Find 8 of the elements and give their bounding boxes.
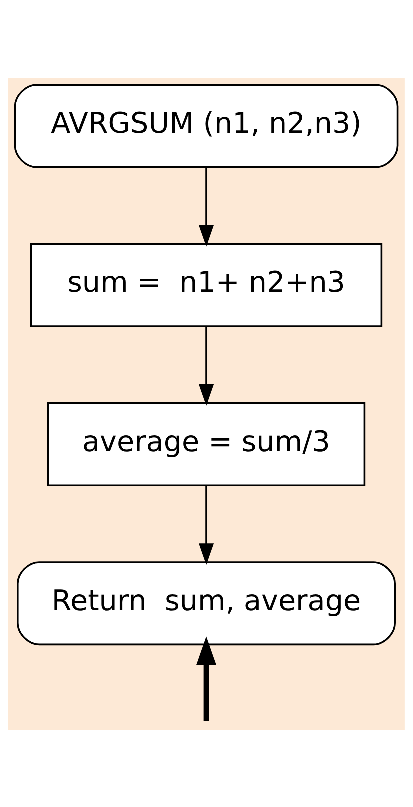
arrow (198, 168, 214, 246)
arrow (198, 326, 214, 406)
arrow (196, 636, 217, 721)
node-box: average = sum/3 (47, 402, 366, 486)
node-box: Return sum, average (17, 561, 396, 646)
node-box: sum = n1+ n2+n3 (30, 242, 383, 327)
node-box: AVRGSUM (n1, n2,n3) (14, 84, 399, 168)
arrow (198, 486, 214, 565)
